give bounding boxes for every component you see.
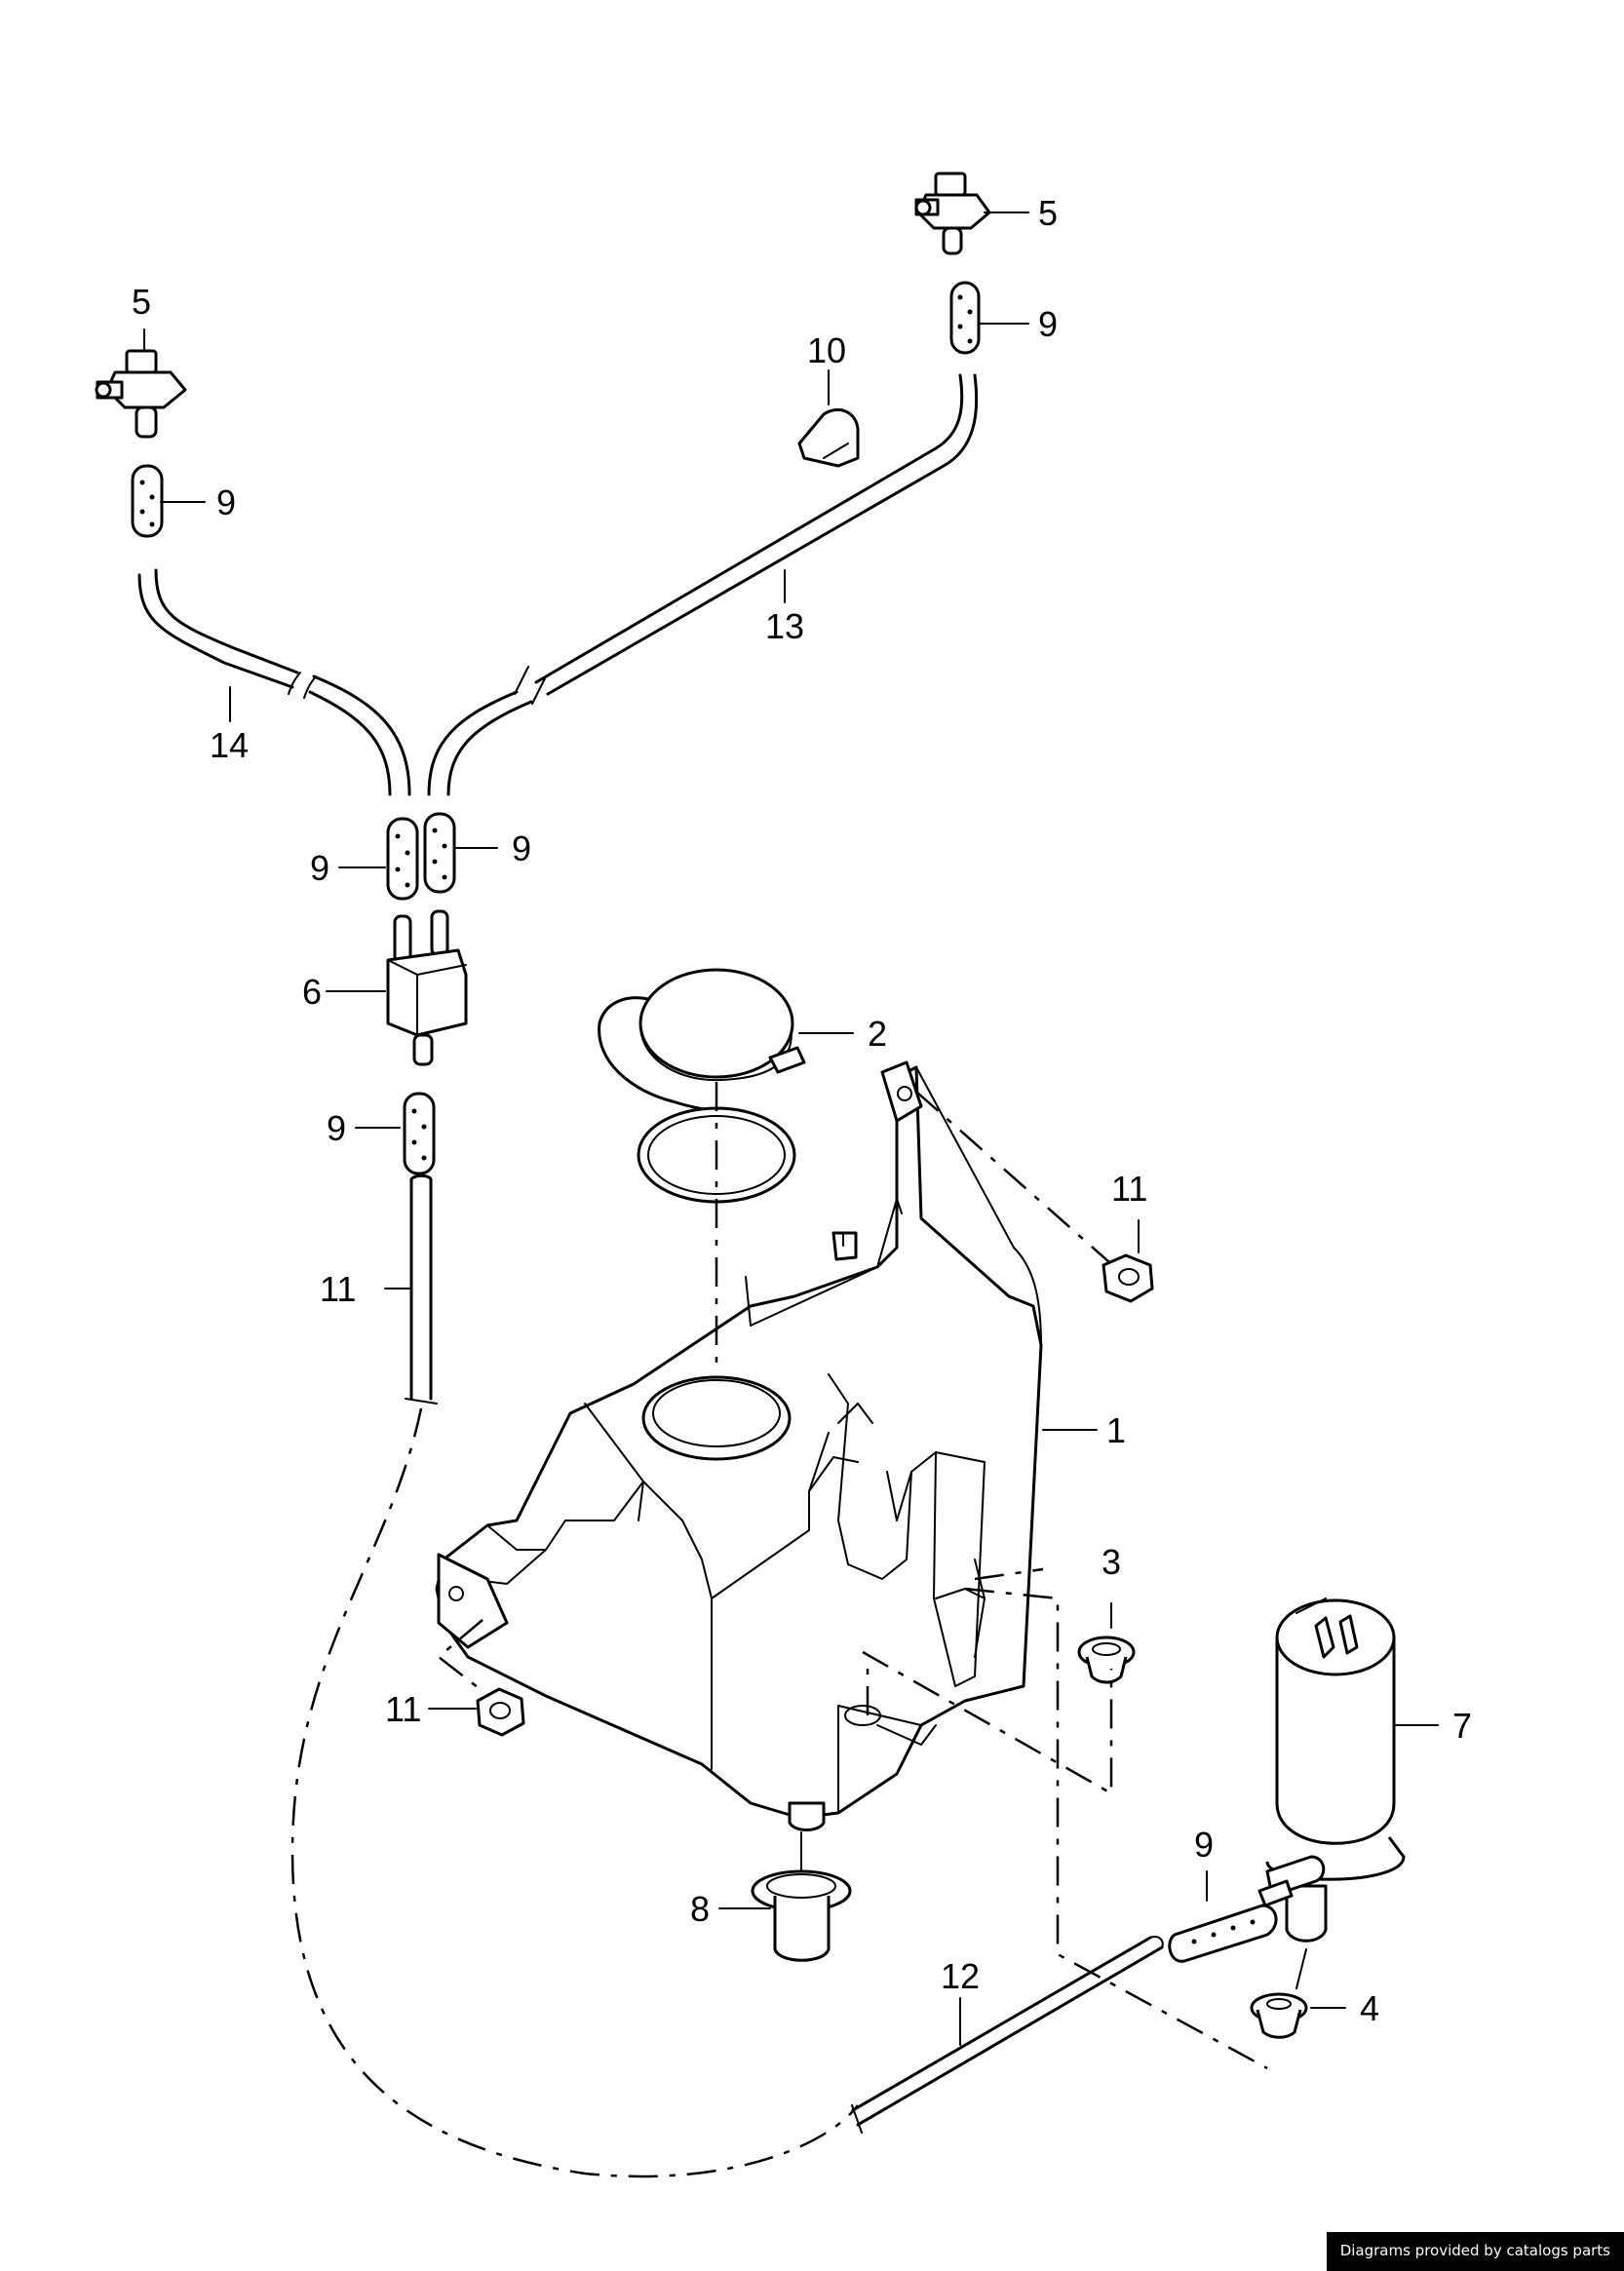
callout-9-top-right: 9 [1038,304,1058,344]
hose-14 [137,568,411,796]
callout-3: 3 [1102,1542,1121,1582]
hose-routing-dashed [290,1407,859,2178]
callout-9-lower: 9 [327,1108,346,1148]
washer-nozzle-right [914,172,991,255]
washer-reservoir [435,1060,1043,1831]
hose-connector-lower [403,1092,436,1175]
callout-13: 13 [765,606,804,646]
callout-9-pump: 9 [1194,1825,1214,1865]
washer-pump [1257,1597,1406,1943]
callout-11-hose: 11 [320,1269,356,1309]
filler-seal-ring-inner [647,1115,786,1195]
callout-7: 7 [1452,1706,1472,1746]
assembly-guides [437,1082,1268,2070]
mounting-nut-right [1102,1253,1154,1303]
callout-14: 14 [210,725,249,765]
callout-10: 10 [807,330,846,370]
hose-connector-pump [1168,1904,1278,1963]
callout-12: 12 [941,1956,980,1996]
credit-label: Diagrams provided by catalogs parts [1326,2232,1624,2271]
callout-11-left: 11 [385,1689,421,1729]
callout-2: 2 [868,1014,887,1054]
mounting-nut-left [476,1687,525,1737]
hose-connector-top-right [949,281,981,355]
callout-9-mid-right: 9 [512,828,531,868]
callout-8: 8 [690,1889,710,1929]
callout-numbers: 1 2 3 4 5 5 6 7 8 9 9 9 9 9 9 10 11 11 1… [132,193,1472,2028]
hose-connector-mid-left [386,817,419,901]
outlet-grommet [751,1831,852,1962]
callout-6: 6 [302,972,322,1012]
pump-grommet [1077,1636,1136,1684]
callout-5-left: 5 [132,282,151,322]
callout-leaders [143,212,1439,2046]
callout-9-mid-left: 9 [310,848,329,888]
filler-cap [598,968,806,1113]
hose-connector-mid-right [423,812,456,894]
hose-12 [851,1936,1164,2134]
washer-nozzle-left [95,349,187,439]
check-valve [386,909,468,1066]
callout-5-right: 5 [1038,193,1058,233]
hose-connector-top-left [131,464,164,538]
callout-1: 1 [1106,1410,1126,1450]
pump-seal [1250,1948,1308,2039]
hose-13 [427,373,979,796]
hose-11-vertical [405,1174,438,1405]
callout-11-right: 11 [1111,1169,1147,1209]
callout-4: 4 [1360,1988,1379,2028]
callout-9-top-left: 9 [216,482,236,522]
hose-clip [797,408,860,468]
